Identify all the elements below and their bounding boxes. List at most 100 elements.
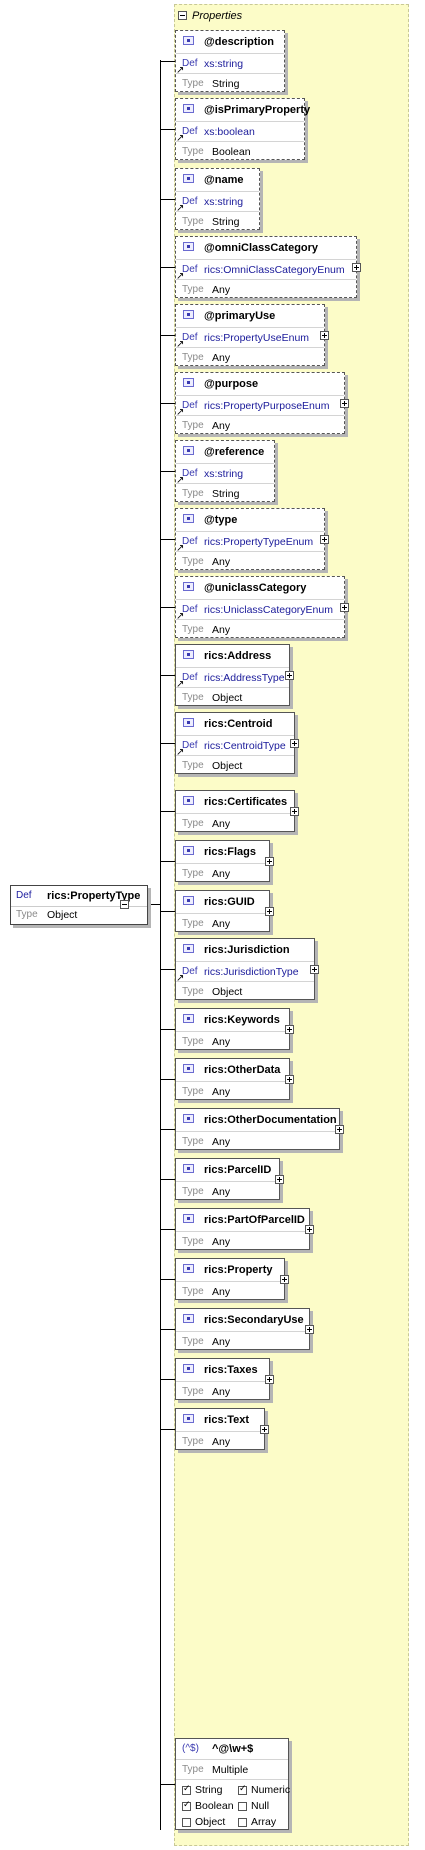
expand-icon[interactable] <box>275 1175 284 1184</box>
collapse-properties-icon[interactable] <box>178 11 187 20</box>
expand-icon[interactable] <box>285 671 294 680</box>
root-connector <box>148 904 160 905</box>
node-type-value: Any <box>212 1286 231 1298</box>
expand-icon[interactable] <box>340 603 349 612</box>
expand-icon[interactable] <box>285 1025 294 1034</box>
node-connector <box>160 969 175 970</box>
type-checkbox[interactable] <box>238 1784 247 1795</box>
expand-icon[interactable] <box>320 535 329 544</box>
node-def-value[interactable]: rics:PropertyUseEnum <box>204 332 310 344</box>
reference-arrow-icon: ↗ <box>176 475 185 486</box>
attribute-icon <box>183 378 194 387</box>
pattern-divider-2 <box>176 1779 288 1780</box>
type-checkbox[interactable] <box>182 1784 191 1795</box>
node-def-value[interactable]: rics:PropertyTypeEnum <box>204 536 314 548</box>
expand-icon[interactable] <box>335 1125 344 1134</box>
node-header: rics:Certificates <box>176 791 294 813</box>
node-def-value[interactable]: xs:string <box>204 468 244 480</box>
node-def-value[interactable]: xs:string <box>204 58 244 70</box>
node-def-key: Def <box>182 740 198 751</box>
node-type-value: Any <box>212 420 231 432</box>
node-header: rics:Taxes <box>176 1359 269 1381</box>
expand-icon[interactable] <box>285 1075 294 1084</box>
node-def-value[interactable]: xs:boolean <box>204 126 255 138</box>
type-checkbox[interactable] <box>238 1802 247 1811</box>
type-checkbox[interactable] <box>238 1818 247 1827</box>
node-def-value[interactable]: rics:AddressType <box>204 672 285 684</box>
node-def-value[interactable]: rics:CentroidType <box>204 740 286 752</box>
expand-icon[interactable] <box>320 331 329 340</box>
expand-icon[interactable] <box>260 1425 269 1434</box>
node-def-value[interactable]: rics:PropertyPurposeEnum <box>204 400 330 412</box>
node-def-value[interactable]: rics:OmniClassCategoryEnum <box>204 264 345 276</box>
node-type-value: Any <box>212 624 231 636</box>
reference-arrow-icon: ↗ <box>176 271 185 282</box>
pattern-property-node[interactable]: (^$) ^@\w+$ Type Multiple StringNumericB… <box>175 1738 291 1830</box>
node-type-key: Type <box>182 146 204 157</box>
expand-icon[interactable] <box>265 1375 274 1384</box>
reference-arrow-icon: ↗ <box>176 65 185 76</box>
expand-icon[interactable] <box>290 739 299 748</box>
expand-icon[interactable] <box>280 1275 289 1284</box>
expand-icon[interactable] <box>352 263 361 272</box>
root-node[interactable]: Def rics:PropertyType Type Object <box>10 885 148 925</box>
node-connector <box>160 1279 175 1280</box>
expand-icon[interactable] <box>340 399 349 408</box>
type-checkbox-label: Array <box>251 1816 277 1828</box>
reference-arrow-icon: ↗ <box>176 543 185 554</box>
collapse-root-icon[interactable] <box>120 900 129 909</box>
element-icon <box>183 1014 194 1023</box>
type-checkbox-label: String <box>195 1784 223 1796</box>
pattern-type-key: Type <box>182 1764 204 1775</box>
reference-arrow-icon: ↗ <box>176 611 185 622</box>
type-checkbox[interactable] <box>182 1818 191 1827</box>
node-def-value[interactable]: xs:string <box>204 196 244 208</box>
node-def-value[interactable]: rics:UniclassCategoryEnum <box>204 604 333 616</box>
type-checkbox-label: Numeric <box>251 1784 291 1796</box>
node-type-value: Object <box>212 986 243 998</box>
type-checkbox[interactable] <box>182 1800 191 1811</box>
expand-icon[interactable] <box>305 1325 314 1334</box>
node-connector <box>160 1379 175 1380</box>
root-type: Object <box>47 909 78 921</box>
expand-icon[interactable] <box>305 1225 314 1234</box>
expand-icon[interactable] <box>290 807 299 816</box>
node-def-key: Def <box>182 58 198 69</box>
node-type-key: Type <box>182 352 204 363</box>
node-def-key: Def <box>182 126 198 137</box>
expand-icon[interactable] <box>265 907 274 916</box>
expand-icon[interactable] <box>265 857 274 866</box>
node-def-value[interactable]: rics:JurisdictionType <box>204 966 299 978</box>
reference-arrow-icon: ↗ <box>176 339 185 350</box>
node-connector <box>160 1129 175 1130</box>
expand-icon[interactable] <box>310 965 319 974</box>
